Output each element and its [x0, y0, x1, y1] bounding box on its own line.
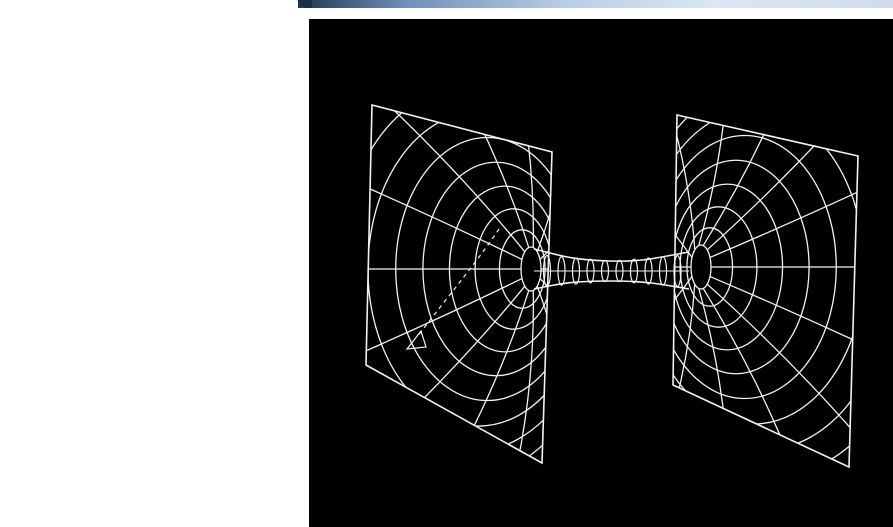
wormhole-throat	[534, 249, 689, 289]
funnel-spoke	[537, 64, 578, 252]
left-funnel-plane-grid	[309, 19, 649, 525]
funnel-spoke	[540, 155, 630, 259]
funnel-spoke	[602, 153, 692, 257]
header-gradient-band	[298, 0, 893, 8]
funnel-spoke	[602, 277, 692, 381]
trajectory-dashed-line	[417, 229, 499, 337]
right-funnel-plane-frame	[673, 115, 858, 467]
funnel-spoke	[707, 62, 888, 250]
wormhole-wireframe-svg	[309, 19, 893, 527]
funnel-spoke	[309, 279, 522, 383]
funnel-ring	[691, 245, 711, 289]
funnel-ring	[521, 247, 541, 291]
throat-top-edge	[534, 249, 689, 261]
funnel-spoke	[703, 19, 812, 246]
left-funnel-plane	[309, 19, 649, 525]
funnel-spoke	[503, 290, 534, 524]
funnel-spoke	[654, 62, 695, 250]
funnel-spoke	[703, 288, 812, 522]
funnel-spoke	[710, 277, 893, 381]
wormhole-illustration	[309, 19, 893, 527]
funnel-spoke	[707, 284, 888, 472]
funnel-spoke	[710, 153, 893, 257]
funnel-spoke	[309, 155, 522, 259]
header-band-corner-cap	[296, 0, 312, 8]
funnel-spoke	[540, 279, 630, 383]
funnel-spoke	[419, 290, 528, 524]
funnel-spoke	[419, 19, 528, 248]
